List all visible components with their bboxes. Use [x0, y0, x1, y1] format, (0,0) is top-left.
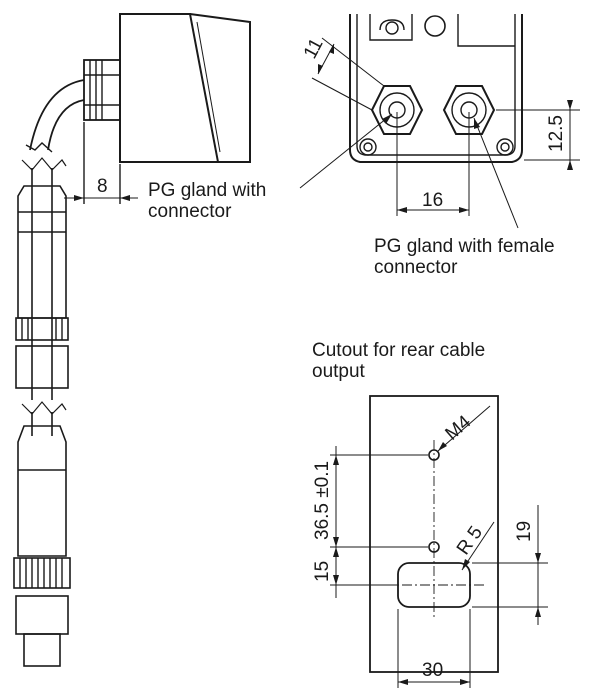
label-line: Cutout for rear cable: [312, 340, 486, 361]
label-line: connector: [148, 201, 232, 222]
label-cutout-title: Cutout for rear cable output: [312, 340, 485, 382]
dimension-12-5: 12.5: [496, 100, 580, 170]
dimension-11: 11: [300, 35, 385, 111]
label-pg-gland-female-connector: PG gland with female connector: [374, 236, 555, 278]
cable-and-connector: [13, 157, 71, 667]
dimension-19: 19: [472, 505, 548, 625]
gland-leaders: [299, 113, 519, 229]
label-line: PG gland with female: [374, 236, 555, 257]
dim-gland-spacing: 16: [422, 190, 443, 211]
dim-corner-radius: R 5: [453, 523, 487, 559]
label-pg-gland-connector: PG gland with connector: [148, 180, 266, 222]
dim-cutout-height: 19: [514, 521, 535, 542]
dimension-30: 30: [397, 609, 471, 688]
dim-hole-spacing: 36.5 ±0.1: [312, 461, 333, 540]
label-line: connector: [374, 257, 458, 278]
dimension-m4: M4: [437, 405, 491, 452]
dimension-36-5: 36.5 ±0.1 15: [312, 446, 428, 598]
dim-side-offset: 8: [97, 176, 108, 197]
dim-gland-height: 12.5: [546, 115, 567, 152]
label-line: output: [312, 361, 365, 382]
side-view: [25, 13, 251, 163]
dim-cutout-width: 30: [422, 660, 443, 681]
label-line: PG gland with: [148, 180, 267, 201]
dimension-8: 8: [64, 122, 138, 204]
dim-lower-offset: 15: [312, 561, 333, 582]
front-view: [349, 14, 523, 163]
dim-thread: M4: [442, 411, 476, 444]
dimension-16: 16: [396, 112, 470, 216]
